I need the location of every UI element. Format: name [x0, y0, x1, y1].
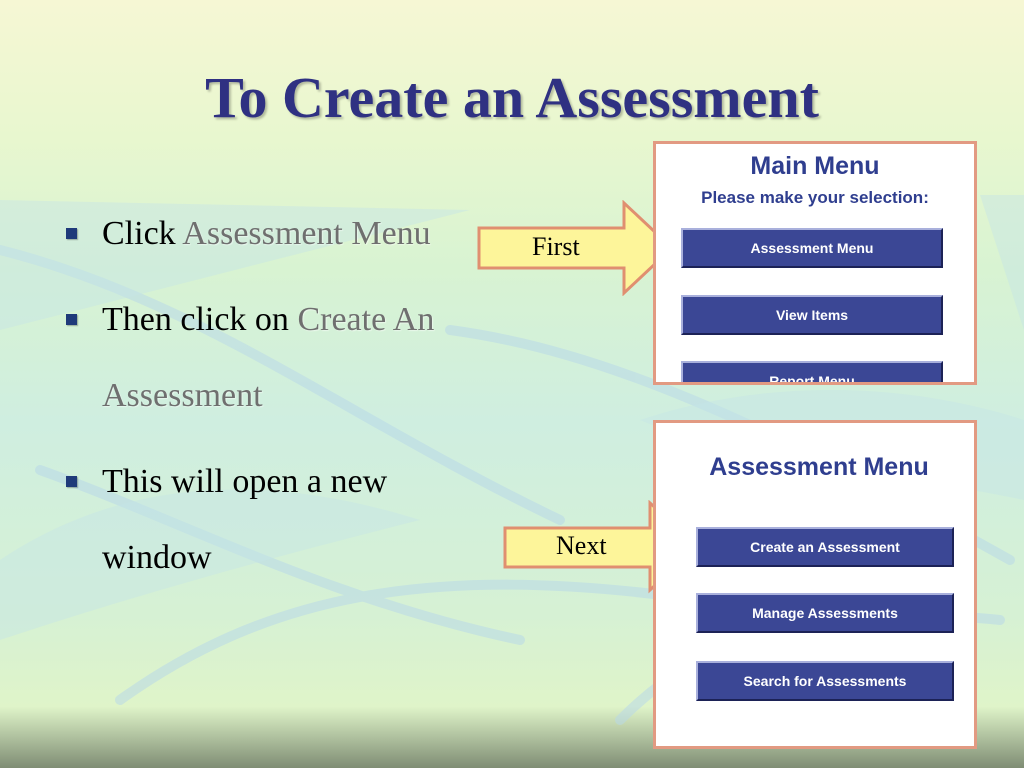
report-menu-button[interactable]: Report Menu: [681, 361, 943, 382]
bullet-text: This will open a new window: [102, 463, 388, 576]
bullet-item-click-assessment-menu: Click Assessment Menu: [60, 196, 500, 272]
assessment-menu-panel: Assessment Menu Create an Assessment Man…: [653, 420, 977, 749]
bullet-highlight: Create An Assessment: [102, 301, 435, 414]
assessment-menu-title: Assessment Menu: [709, 453, 929, 481]
main-menu-title: Main Menu: [750, 152, 880, 180]
bullet-text: Then click on: [102, 301, 298, 338]
callout-first-arrow: First: [476, 200, 676, 296]
bullet-text: Click: [102, 215, 183, 252]
search-assessments-button[interactable]: Search for Assessments: [696, 661, 954, 701]
view-items-button[interactable]: View Items: [681, 295, 943, 335]
manage-assessments-button[interactable]: Manage Assessments: [696, 593, 954, 633]
main-menu-panel: Main Menu Please make your selection: As…: [653, 141, 977, 385]
bullet-item-open-new-window: This will open a new window: [60, 444, 500, 596]
assessment-menu-button[interactable]: Assessment Menu: [681, 228, 943, 268]
create-assessment-button[interactable]: Create an Assessment: [696, 527, 954, 567]
bullet-highlight: Assessment Menu: [182, 215, 431, 252]
callout-first-label: First: [532, 232, 580, 261]
slide-title: To Create an Assessment: [205, 65, 819, 130]
square-bullet-icon: [66, 314, 77, 325]
right-arrow-icon: [477, 200, 675, 296]
callout-next-label: Next: [556, 531, 607, 560]
square-bullet-icon: [66, 476, 77, 487]
main-menu-subtitle: Please make your selection:: [701, 188, 929, 207]
bullet-item-click-create-assessment: Then click on Create An Assessment: [60, 282, 500, 434]
bullet-list: Click Assessment Menu Then click on Crea…: [60, 196, 500, 606]
square-bullet-icon: [66, 228, 77, 239]
callout-next-arrow: Next: [502, 500, 702, 594]
